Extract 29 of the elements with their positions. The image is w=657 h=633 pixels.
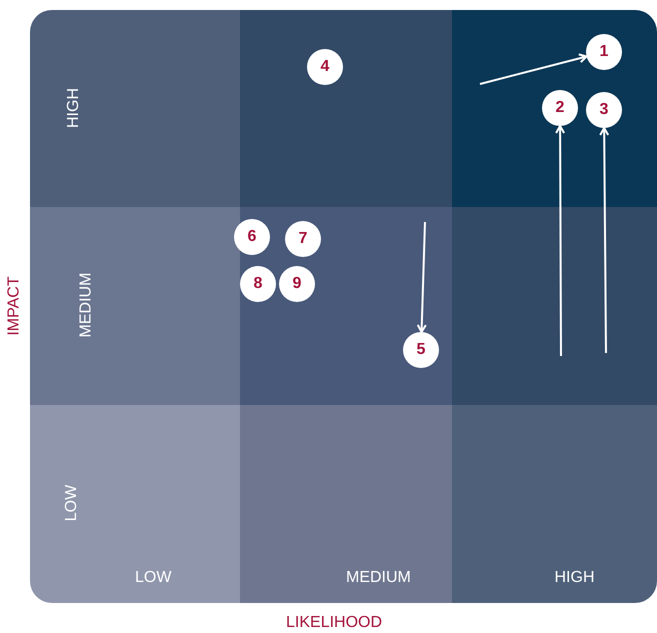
risk-number-marker: 9 <box>279 266 315 302</box>
arrow <box>599 127 610 353</box>
risk-number-marker: 2 <box>542 90 578 126</box>
likelihood-level-label: HIGH <box>554 569 594 587</box>
axis-title: LIKELIHOOD <box>286 614 382 632</box>
impact-level-label: LOW <box>63 484 82 522</box>
likelihood-level-label: MEDIUM <box>346 569 411 587</box>
risk-number-marker: 4 <box>307 49 343 85</box>
arrow <box>555 125 566 356</box>
risk-number-marker: 8 <box>240 266 276 302</box>
axis-title: IMPACT <box>5 276 24 336</box>
risk-number-marker: 6 <box>234 219 270 255</box>
arrow <box>416 222 427 333</box>
matrix-cell <box>452 207 657 405</box>
matrix-cell <box>240 405 452 603</box>
impact-level-label: MEDIUM <box>77 272 96 338</box>
matrix-cell <box>452 10 657 207</box>
risk-number-marker: 5 <box>403 332 439 368</box>
matrix-cell <box>30 207 240 405</box>
matrix-cell <box>30 10 240 207</box>
arrow <box>480 53 588 85</box>
matrix-cell <box>30 405 240 603</box>
matrix-cell <box>452 405 657 603</box>
risk-number-marker: 3 <box>586 92 622 128</box>
likelihood-level-label: LOW <box>135 569 172 587</box>
matrix-cell <box>240 10 452 207</box>
risk-number-marker: 1 <box>586 34 622 70</box>
impact-level-label: HIGH <box>65 88 83 128</box>
risk-number-marker: 7 <box>285 221 321 257</box>
